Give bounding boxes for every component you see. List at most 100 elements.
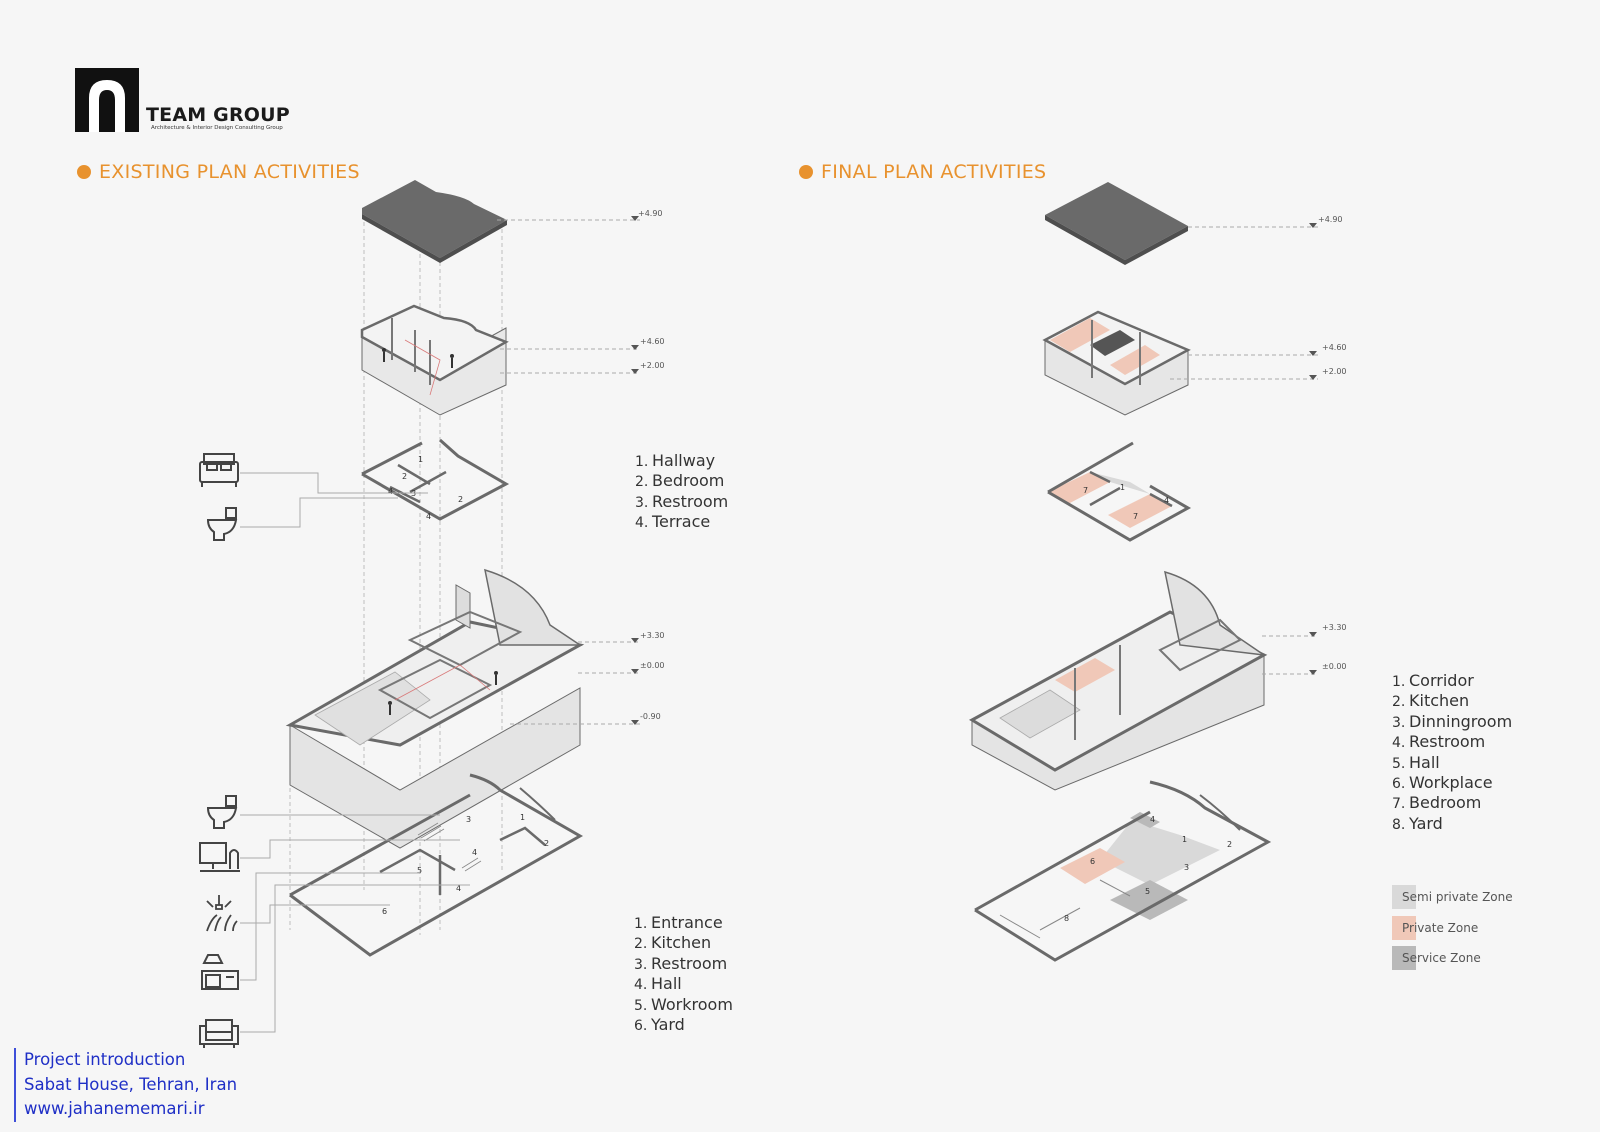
existing-roof-slab [362,180,507,263]
legend-item: 8.Yard [1392,813,1443,833]
project-location: Sabat House, Tehran, Iran [24,1074,238,1094]
toilet-icon [206,795,238,829]
legend-item: 1.Hallway [635,451,716,470]
plan-label: 6 [382,907,387,916]
zone-semi-private: Semi private Zone [1392,882,1513,913]
legend-item: 3.Restroom [634,953,728,973]
level-label: +4.60 [640,337,665,346]
existing-ground-legend: 1.Entrance 2.Kitchen 3.Restroom 4.Hall 5… [634,913,733,1035]
final-axonometric-diagram: 7 1 7 4 4 1 2 3 6 5 8 [968,182,1347,962]
final-ground-plan: 4 1 2 3 6 5 8 [974,780,1272,962]
final-heading-text: FINAL PLAN ACTIVITIES [821,161,1047,183]
legend-item: 1.Corridor [1392,671,1474,690]
legend-item: 2.Kitchen [1392,691,1470,711]
level-label: +2.00 [1322,367,1347,376]
level-label: +4.90 [638,209,663,218]
plan-label: 8 [1064,914,1069,923]
project-title: Project introduction [24,1050,186,1069]
plan-label: 4 [1164,496,1169,505]
legend-item: 7.Bedroom [1392,793,1482,813]
kitchen-icon [201,954,239,990]
level-label: +3.30 [1322,623,1347,632]
plan-label: 4 [456,884,461,893]
legend-item: 5.Workroom [634,994,733,1014]
plan-label: 4 [472,848,477,857]
final-heading: FINAL PLAN ACTIVITIES [799,161,1046,183]
existing-ground-plan: 1 3 2 4 5 4 6 [289,773,584,957]
level-label: +4.60 [1322,343,1347,352]
existing-upper-plan: 1 2 4 3 2 4 [361,438,510,521]
plan-label: 2 [402,472,407,481]
legend-item: 3.Dinningroom [1392,711,1513,731]
final-roof-slab [1045,182,1188,265]
garden-icon [206,895,238,932]
plan-label: 1 [520,813,525,822]
legend-item: 5.Hall [1392,752,1440,772]
level-label: -0.90 [640,712,661,721]
plan-label: 5 [1145,887,1150,896]
workstation-icon [199,842,240,872]
existing-level-markers [497,219,640,725]
zone-key: Semi private Zone Private Zone Service Z… [1392,882,1513,974]
website-link[interactable]: www.jahanememari.ir [24,1099,205,1118]
existing-heading: EXISTING PLAN ACTIVITIES [77,161,360,183]
level-triangle-icons [631,216,639,725]
plan-label: 4 [426,512,431,521]
toilet-icon [206,507,238,541]
level-label: ±0.00 [640,661,665,670]
legend-item: 6.Yard [634,1014,685,1034]
plan-label: 1 [1182,835,1187,844]
level-triangle-icons [1309,223,1317,675]
legend-item: 2.Kitchen [634,933,712,953]
plan-label: 7 [1083,486,1088,495]
final-upper-plan: 7 1 7 4 [1047,441,1192,542]
level-label: +4.90 [1318,215,1343,224]
logo-mark-icon [75,68,139,132]
brand-tagline: Architecture & Interior Design Consultin… [151,125,283,131]
plan-label: 4 [388,487,393,496]
zone-service: Service Zone [1392,943,1513,974]
level-label: +2.00 [640,361,665,370]
plan-label: 2 [544,839,549,848]
existing-upper-volume [360,304,509,416]
final-legend: 1.Corridor 2.Kitchen 3.Dinningroom 4.Res… [1392,671,1512,834]
bullet-dot-icon [799,165,813,179]
legend-item: 4.Terrace [635,512,711,532]
brand-name: TEAM GROUP [146,104,290,126]
plan-label: 4 [1150,815,1155,824]
final-ground-volume [968,570,1268,791]
plan-label: 3 [1184,863,1189,872]
existing-ground-volume [285,568,585,849]
zone-swatch [1392,885,1416,910]
armchair-icon [199,1019,239,1048]
bullet-dot-icon [77,165,91,179]
final-upper-volume [1042,310,1191,416]
plan-label: 1 [1120,483,1125,492]
existing-upper-legend: 1.Hallway 2.Bedroom 3.Restroom 4.Terrace [635,451,728,533]
plan-label: 1 [418,455,423,464]
plan-label: 6 [1090,857,1095,866]
legend-item: 4.Hall [634,974,682,994]
icon-connector-lines [240,472,470,1033]
logo [75,68,139,136]
zone-swatch [1392,915,1416,940]
plan-label: 2 [458,495,463,504]
bed-icon [199,453,239,487]
legend-item: 3.Restroom [635,491,729,511]
existing-heading-text: EXISTING PLAN ACTIVITIES [99,161,360,183]
level-label: ±0.00 [1322,662,1347,671]
zone-swatch [1392,946,1416,971]
legend-item: 1.Entrance [634,913,723,932]
final-level-markers [1170,226,1318,675]
plan-label: 3 [466,815,471,824]
project-info: Project introduction Sabat House, Tehran… [14,1048,237,1122]
zone-private: Private Zone [1392,913,1513,944]
plan-label: 2 [1227,840,1232,849]
legend-item: 2.Bedroom [635,471,725,491]
plan-label: 7 [1133,512,1138,521]
level-label: +3.30 [640,631,665,640]
legend-item: 4.Restroom [1392,732,1486,752]
legend-item: 6.Workplace [1392,772,1493,792]
existing-axonometric-diagram: 1 2 4 3 2 4 1 3 2 4 5 4 6 [199,180,665,1048]
plan-label: 5 [417,866,422,875]
